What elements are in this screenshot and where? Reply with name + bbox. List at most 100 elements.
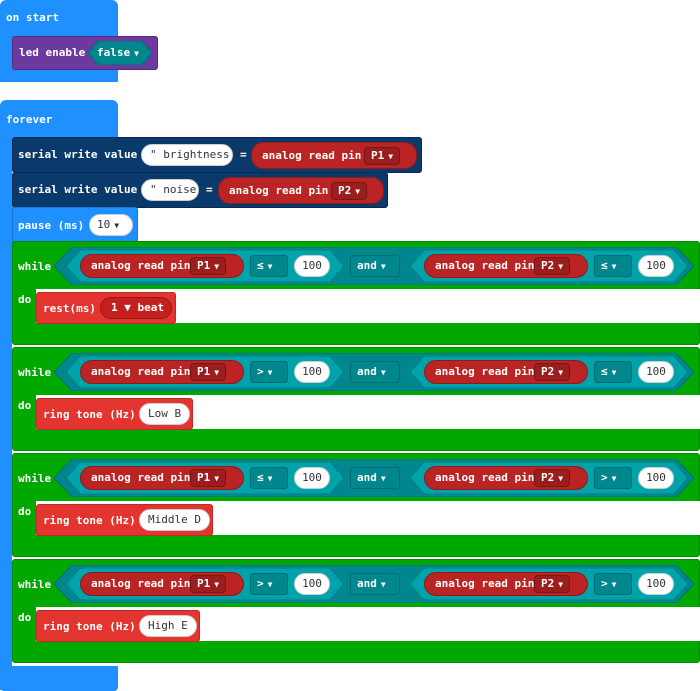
operator-value: > [257, 365, 264, 378]
pin-value: P2 [541, 577, 555, 590]
threshold-input[interactable]: 100 [638, 255, 674, 277]
chevron-down-icon: ▼ [214, 474, 220, 483]
operator-dropdown[interactable]: ≤▼ [250, 255, 288, 277]
operator-dropdown[interactable]: >▼ [594, 573, 632, 595]
chevron-down-icon: ▼ [267, 580, 273, 589]
tone-note-input[interactable]: High E [139, 615, 197, 637]
pin-dropdown[interactable]: P2▼ [331, 182, 368, 200]
operator-dropdown[interactable]: >▼ [594, 467, 632, 489]
threshold-input[interactable]: 100 [294, 573, 330, 595]
chevron-down-icon: ▼ [380, 474, 386, 483]
threshold-input[interactable]: 100 [638, 573, 674, 595]
analog-read-pin-left[interactable]: analog read pin P1▼ [80, 360, 244, 384]
music-action-label: rest(ms) [43, 302, 96, 315]
operator-value: > [601, 471, 608, 484]
and-dropdown[interactable]: and▼ [350, 573, 400, 595]
threshold-input[interactable]: 100 [294, 467, 330, 489]
while-label: while [18, 472, 52, 485]
pin-value: P2 [541, 471, 555, 484]
chevron-down-icon: ▼ [611, 262, 617, 271]
threshold-value: 100 [302, 471, 322, 484]
threshold-value: 100 [302, 365, 322, 378]
analog-read-pin-label: analog read pin [91, 365, 191, 378]
serial-name-input[interactable]: " noise " [141, 179, 210, 201]
analog-read-pin-right[interactable]: analog read pin P2▼ [424, 572, 588, 596]
serial-write-label: serial write value [18, 148, 138, 161]
operator-dropdown[interactable]: ≤▼ [250, 467, 288, 489]
threshold-input[interactable]: 100 [638, 467, 674, 489]
false-value-text: false [97, 46, 131, 59]
chevron-down-icon: ▼ [214, 262, 220, 271]
analog-read-pin-block[interactable]: analog read pin P2▼ [218, 177, 384, 204]
pin-value: P1 [197, 471, 211, 484]
analog-read-pin-right[interactable]: analog read pin P2▼ [424, 254, 588, 278]
do-label: do [18, 399, 32, 412]
threshold-input[interactable]: 100 [294, 361, 330, 383]
music-action-label: ring tone (Hz) [43, 514, 136, 527]
and-dropdown[interactable]: and▼ [350, 467, 400, 489]
pin-dropdown[interactable]: P1▼ [190, 575, 227, 593]
while-label: while [18, 578, 52, 591]
led-enable-label: led enable [19, 46, 86, 59]
pin-dropdown[interactable]: P1▼ [190, 257, 227, 275]
pin-value: P1 [197, 577, 211, 590]
threshold-value: 100 [646, 259, 666, 272]
operator-dropdown[interactable]: ≤▼ [594, 361, 632, 383]
operator-dropdown[interactable]: >▼ [250, 361, 288, 383]
analog-read-pin-label: analog read pin [435, 365, 535, 378]
false-dropdown[interactable] [88, 41, 152, 65]
pin-dropdown[interactable]: P2▼ [534, 257, 571, 275]
analog-read-pin-label: analog read pin [91, 577, 191, 590]
pin-dropdown[interactable]: P1▼ [364, 147, 401, 165]
pause-value-dropdown[interactable]: 10▼ [89, 214, 133, 236]
analog-read-pin-label: analog read pin [91, 259, 191, 272]
chevron-down-icon: ▼ [558, 474, 564, 483]
chevron-down-icon: ▼ [214, 368, 220, 377]
operator-dropdown[interactable]: >▼ [250, 573, 288, 595]
and-dropdown[interactable]: and▼ [350, 361, 400, 383]
analog-read-pin-label: analog read pin [91, 471, 191, 484]
beat-dropdown[interactable]: 1 ▼ beat [100, 297, 172, 319]
threshold-value: 100 [302, 259, 322, 272]
operator-value: ≤ [601, 259, 608, 272]
pin-dropdown[interactable]: P1▼ [190, 363, 227, 381]
analog-read-pin-left[interactable]: analog read pin P1▼ [80, 254, 244, 278]
analog-read-pin-block[interactable]: analog read pin P1▼ [251, 142, 417, 169]
chevron-down-icon: ▼ [267, 262, 273, 271]
pin-dropdown[interactable]: P2▼ [534, 363, 571, 381]
pause-value: 10 [97, 218, 111, 231]
chevron-down-icon: ▼ [267, 368, 273, 377]
pin-value: P2 [338, 184, 352, 197]
chevron-down-icon: ▼ [380, 580, 386, 589]
operator-value: ≤ [257, 471, 264, 484]
pin-dropdown[interactable]: P2▼ [534, 575, 571, 593]
pin-value: P1 [371, 149, 385, 162]
forever-block-foot [0, 666, 118, 691]
pause-label: pause (ms) [18, 219, 85, 232]
serial-name-text: noise [163, 183, 197, 196]
tone-note-input[interactable]: Low B [139, 403, 191, 425]
pin-dropdown[interactable]: P1▼ [190, 469, 227, 487]
analog-read-pin-label: analog read pin [435, 577, 535, 590]
tone-note-input[interactable]: Middle D [139, 509, 210, 531]
threshold-value: 100 [646, 365, 666, 378]
analog-read-pin-right[interactable]: analog read pin P2▼ [424, 466, 588, 490]
chevron-down-icon: ▼ [134, 49, 139, 58]
threshold-input[interactable]: 100 [638, 361, 674, 383]
chevron-down-icon: ▼ [558, 262, 564, 271]
operator-dropdown[interactable]: ≤▼ [594, 255, 632, 277]
analog-read-pin-right[interactable]: analog read pin P2▼ [424, 360, 588, 384]
serial-name-input[interactable]: " brightness " [141, 144, 243, 166]
operator-value: > [257, 577, 264, 590]
analog-read-pin-left[interactable]: analog read pin P1▼ [80, 466, 244, 490]
pin-dropdown[interactable]: P2▼ [534, 469, 571, 487]
music-action-label: ring tone (Hz) [43, 620, 136, 633]
analog-read-pin-left[interactable]: analog read pin P1▼ [80, 572, 244, 596]
chevron-down-icon: ▼ [380, 262, 386, 271]
operator-value: ≤ [601, 365, 608, 378]
and-value: and [357, 471, 377, 484]
threshold-input[interactable]: 100 [294, 255, 330, 277]
and-dropdown[interactable]: and▼ [350, 255, 400, 277]
analog-read-pin-label: analog read pin [229, 184, 329, 197]
forever-block[interactable] [0, 100, 118, 140]
